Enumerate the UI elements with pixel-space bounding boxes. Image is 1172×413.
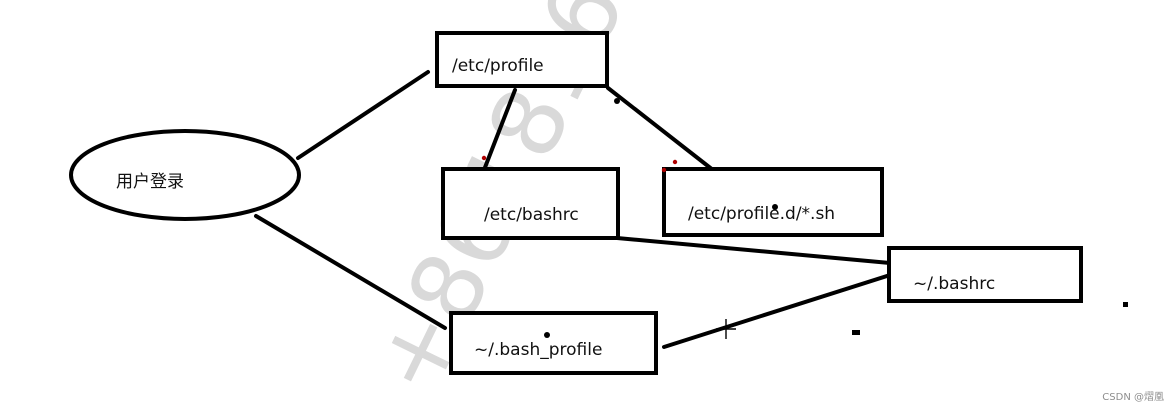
node-home-bashrc: ~/.bashrc — [887, 246, 1083, 303]
csdn-credit: CSDN @熠凰 — [1102, 392, 1164, 403]
home-bashrc-label: ~/.bashrc — [913, 274, 995, 294]
red-dot — [672, 159, 678, 165]
black-dot — [544, 332, 550, 338]
edge-login-to-bash-profile — [254, 214, 447, 330]
edges — [254, 70, 892, 349]
node-user-login: 用户登录 — [69, 129, 301, 221]
edge-login-to-etc-profile — [296, 70, 430, 160]
node-etc-bashrc: /etc/bashrc — [441, 167, 620, 240]
etc-profile-label: /etc/profile — [452, 56, 544, 76]
node-etc-profile: /etc/profile — [435, 31, 609, 88]
node-etc-profile-d: /etc/profile.d/*.sh — [662, 167, 884, 237]
red-dot — [661, 167, 667, 173]
user-login-label: 用户登录 — [116, 172, 184, 192]
black-dot — [772, 204, 778, 210]
home-bashrc-box — [887, 246, 1083, 303]
edge-etc-profile-to-etc-bashrc — [482, 88, 517, 172]
black-mark — [1123, 302, 1128, 307]
black-dot — [614, 98, 620, 104]
etc-profile-d-box — [662, 167, 884, 237]
black-mark — [852, 330, 860, 335]
edge-etc-profile-to-profile-d — [606, 86, 715, 172]
node-bash-profile: ~/.bash_profile — [449, 311, 658, 375]
artifacts — [481, 98, 1128, 339]
etc-bashrc-box — [441, 167, 620, 240]
edge-bash-profile-to-home-bashrc — [662, 273, 892, 349]
bash-profile-box — [449, 311, 658, 375]
crosshair-icon — [716, 319, 736, 339]
edge-etc-bashrc-to-home-bashrc — [615, 236, 892, 265]
user-login-ellipse — [69, 129, 301, 221]
etc-bashrc-label: /etc/bashrc — [484, 205, 579, 225]
etc-profile-box — [435, 31, 609, 88]
etc-profile-d-label: /etc/profile.d/*.sh — [688, 204, 835, 224]
bash-profile-label: ~/.bash_profile — [474, 340, 602, 360]
red-dot — [481, 155, 487, 161]
